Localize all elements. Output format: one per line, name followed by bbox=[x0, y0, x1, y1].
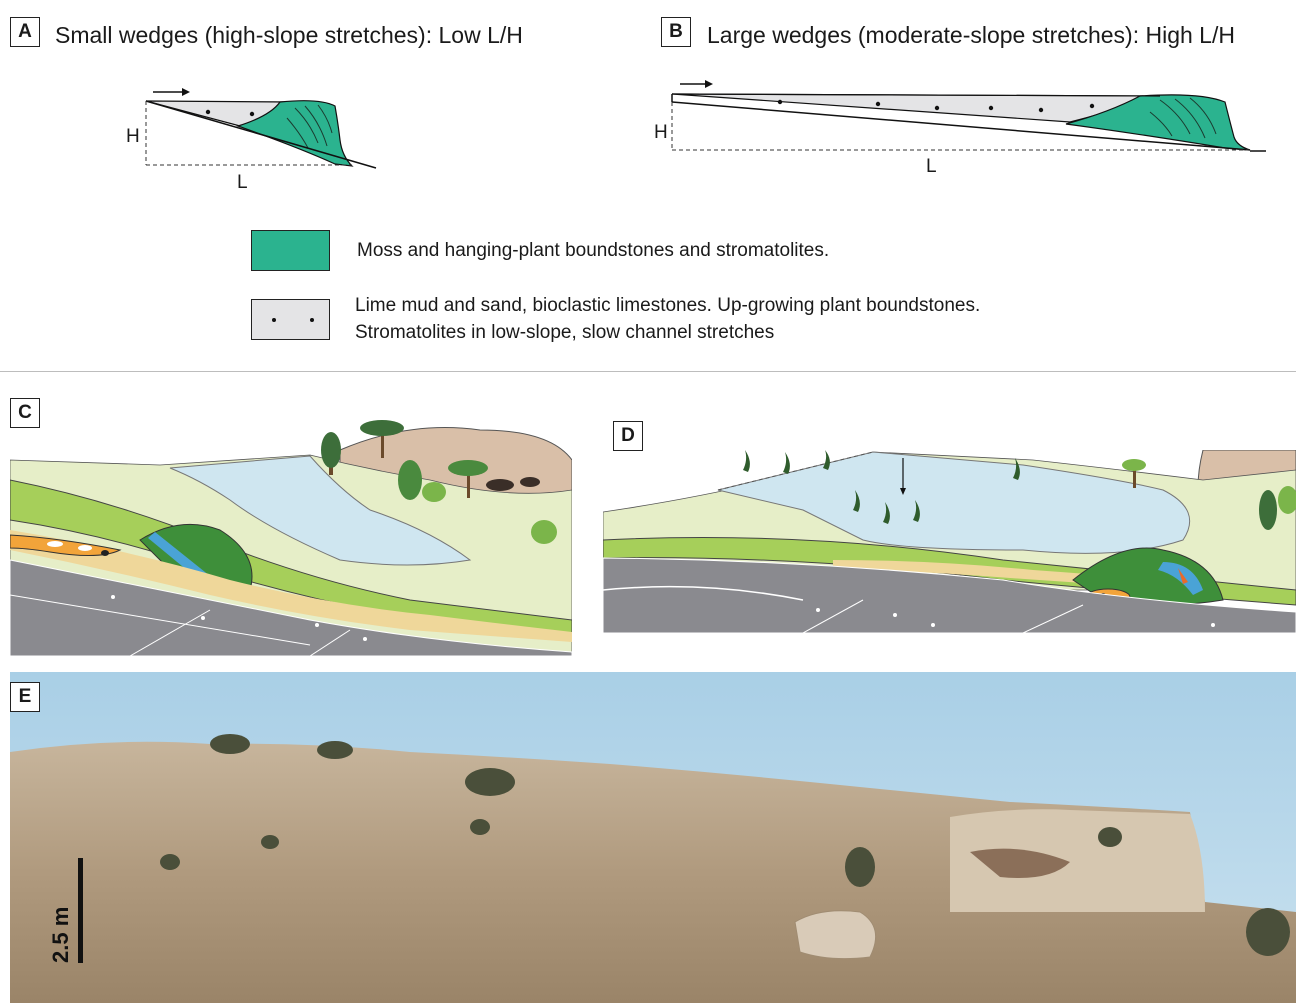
flow-arrow-icon bbox=[680, 80, 713, 88]
tree-icon bbox=[321, 432, 341, 475]
panel-a-wedge-diagram bbox=[145, 88, 377, 169]
tree-icon bbox=[360, 420, 404, 458]
panel-e-letter: E bbox=[10, 682, 40, 712]
panel-e-outcrop-photo bbox=[10, 672, 1296, 1003]
panel-b-title: Large wedges (moderate-slope stretches):… bbox=[707, 22, 1235, 48]
tree-icon bbox=[1122, 459, 1146, 488]
panel-b-wedge-diagram bbox=[671, 80, 1266, 152]
tree-icon bbox=[448, 460, 488, 498]
panel-b-h-label: H bbox=[654, 122, 668, 143]
tree-icon bbox=[1259, 486, 1296, 530]
scale-bar-label: 2.5 m bbox=[48, 906, 73, 963]
panel-a-letter: A bbox=[10, 17, 40, 47]
section-divider bbox=[0, 371, 1296, 372]
panel-b-l-label: L bbox=[926, 156, 937, 177]
legend-swatch-lime-mud bbox=[251, 299, 330, 340]
panel-c-letter: C bbox=[10, 398, 40, 428]
panel-a-l-label: L bbox=[237, 172, 248, 193]
panel-a-title: Small wedges (high-slope stretches): Low… bbox=[55, 22, 523, 48]
panel-d-letter: D bbox=[613, 421, 643, 451]
flow-arrow-icon bbox=[153, 88, 190, 96]
legend-swatch-boundstone bbox=[251, 230, 330, 271]
boundstone-wedge bbox=[236, 100, 354, 167]
legend-label-boundstone: Moss and hanging-plant boundstones and s… bbox=[357, 240, 830, 261]
panel-d-illustration bbox=[603, 450, 1296, 633]
legend-label-lime-mud-line1: Lime mud and sand, bioclastic limestones… bbox=[355, 295, 981, 316]
panel-a-h-label: H bbox=[126, 126, 140, 147]
legend-label-lime-mud-line2: Stromatolites in low-slope, slow channel… bbox=[355, 322, 775, 343]
tree-icon bbox=[398, 460, 557, 544]
plant-icon bbox=[743, 450, 1020, 524]
panel-b-letter: B bbox=[661, 17, 691, 47]
panel-c-illustration bbox=[10, 420, 572, 656]
